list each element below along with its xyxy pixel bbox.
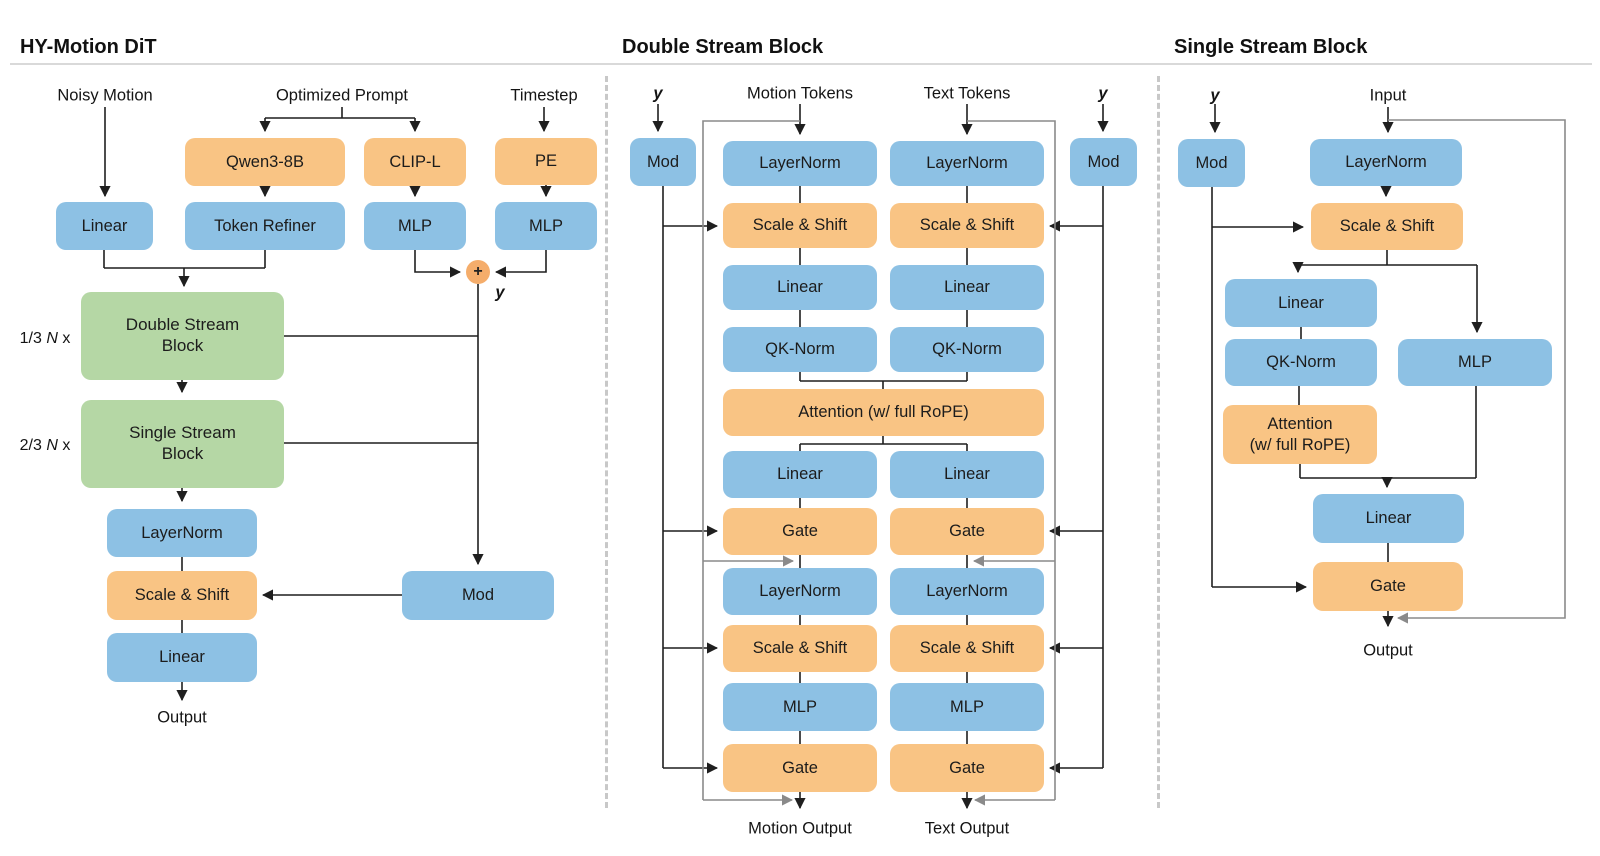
input-label-timestep: Timestep <box>510 86 578 105</box>
node-text-linear-1: Linear <box>890 265 1044 310</box>
node-mod-mid-right: Mod <box>1070 138 1137 186</box>
node-motion-linear-2: Linear <box>723 451 877 498</box>
panel-title-single-stream-block: Single Stream Block <box>1174 36 1368 58</box>
input-label-optimized-prompt: Optimized Prompt <box>275 86 409 105</box>
panel-divider-left <box>605 76 608 808</box>
node-motion-qk-norm: QK-Norm <box>723 327 877 372</box>
output-label-left: Output <box>157 708 207 727</box>
node-clip-l: CLIP-L <box>364 138 466 186</box>
panel-title-double-stream-block: Double Stream Block <box>622 36 824 58</box>
node-attention-single: Attention (w/ full RoPE) <box>1223 405 1377 464</box>
output-label-motion: Motion Output <box>748 819 852 838</box>
node-text-scale-shift-1: Scale & Shift <box>890 203 1044 248</box>
node-motion-scale-shift-1: Scale & Shift <box>723 203 877 248</box>
node-gate-single: Gate <box>1313 562 1463 611</box>
node-text-scale-shift-2: Scale & Shift <box>890 625 1044 672</box>
node-text-qk-norm: QK-Norm <box>890 327 1044 372</box>
node-motion-layernorm-2: LayerNorm <box>723 568 877 615</box>
node-scale-shift-single: Scale & Shift <box>1311 203 1463 250</box>
y-label: y <box>495 283 505 302</box>
output-label-single: Output <box>1363 641 1413 660</box>
node-motion-gate-2: Gate <box>723 744 877 792</box>
node-text-linear-2: Linear <box>890 451 1044 498</box>
output-label-text: Text Output <box>924 819 1010 838</box>
panel-divider-right <box>1157 76 1160 808</box>
node-linear-final: Linear <box>107 633 257 682</box>
node-motion-mlp: MLP <box>723 683 877 731</box>
label-motion-tokens: Motion Tokens <box>746 84 854 103</box>
node-mod-single: Mod <box>1178 139 1245 187</box>
node-single-stream-block: Single Stream Block <box>81 400 284 488</box>
label-text-tokens: Text Tokens <box>923 84 1011 103</box>
y-label-mid-right: y <box>1098 84 1108 103</box>
label-input: Input <box>1369 86 1407 105</box>
node-mlp-single: MLP <box>1398 339 1552 386</box>
panel-title-hy-motion-dit: HY-Motion DiT <box>20 36 157 58</box>
repeat-label-double: 1/3 N x <box>19 330 71 347</box>
node-motion-linear-1: Linear <box>723 265 877 310</box>
node-text-layernorm-1: LayerNorm <box>890 141 1044 186</box>
node-linear-1-single: Linear <box>1225 279 1377 327</box>
node-scale-shift-final: Scale & Shift <box>107 571 257 620</box>
node-mlp-pe: MLP <box>495 202 597 250</box>
node-pe: PE <box>495 138 597 185</box>
node-qwen3-8b: Qwen3-8B <box>185 138 345 186</box>
node-linear-2-single: Linear <box>1313 494 1464 543</box>
node-double-stream-block: Double Stream Block <box>81 292 284 380</box>
node-layernorm-single: LayerNorm <box>1310 139 1462 186</box>
node-motion-gate-1: Gate <box>723 508 877 555</box>
node-motion-scale-shift-2: Scale & Shift <box>723 625 877 672</box>
node-text-gate-1: Gate <box>890 508 1044 555</box>
node-attention-double: Attention (w/ full RoPE) <box>723 389 1044 436</box>
node-layernorm-final: LayerNorm <box>107 509 257 557</box>
node-mod-left-panel: Mod <box>402 571 554 620</box>
node-mod-mid-left: Mod <box>630 138 696 186</box>
node-motion-layernorm-1: LayerNorm <box>723 141 877 186</box>
title-underline <box>10 63 1592 65</box>
repeat-label-single: 2/3 N x <box>19 437 71 454</box>
node-text-layernorm-2: LayerNorm <box>890 568 1044 615</box>
node-token-refiner: Token Refiner <box>185 202 345 250</box>
node-linear-input: Linear <box>56 202 153 250</box>
add-icon: + <box>466 260 490 284</box>
y-label-right-panel: y <box>1210 86 1220 105</box>
node-mlp-clip: MLP <box>364 202 466 250</box>
y-label-mid-left: y <box>653 84 663 103</box>
node-text-mlp: MLP <box>890 683 1044 731</box>
node-text-gate-2: Gate <box>890 744 1044 792</box>
input-label-noisy-motion: Noisy Motion <box>57 86 153 105</box>
node-qk-norm-single: QK-Norm <box>1225 339 1377 386</box>
